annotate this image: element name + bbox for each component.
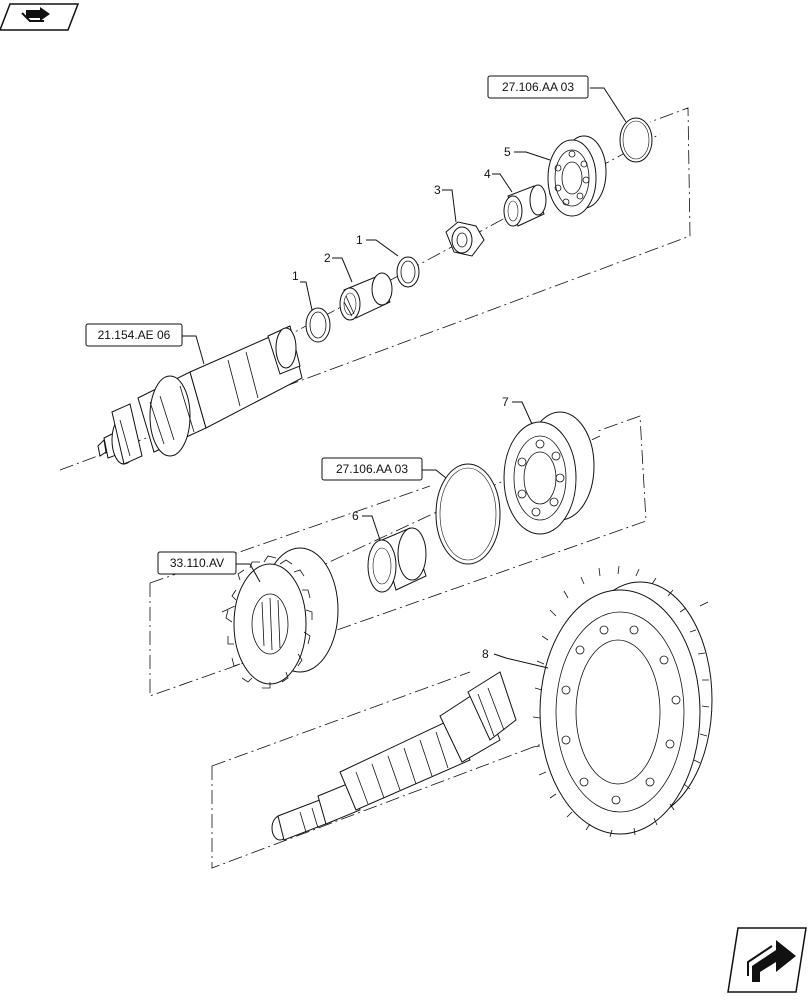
ref-label-middle: 27.106.AA 03 <box>336 462 408 476</box>
ref-label-gear: 33.110.AV <box>170 556 224 570</box>
spur-gear[interactable] <box>225 547 339 689</box>
ref-box-shaft[interactable]: 21.154.AE 06 <box>85 323 183 347</box>
ref-label-top: 27.106.AA 03 <box>502 80 574 94</box>
callout-8: 8 <box>482 647 489 661</box>
callout-4: 4 <box>484 167 491 181</box>
nut-3[interactable] <box>445 221 485 257</box>
group-outline-bottom <box>211 601 709 869</box>
input-shaft[interactable] <box>97 325 303 465</box>
ring-gear[interactable] <box>532 565 713 838</box>
callout-3: 3 <box>434 183 441 197</box>
callout-5: 5 <box>504 145 511 159</box>
callout-2: 2 <box>324 251 331 265</box>
snap-ring-1-lower[interactable] <box>305 307 331 343</box>
callout-1-lower: 1 <box>292 269 299 283</box>
callout-1-upper: 1 <box>356 233 363 247</box>
ball-bearing-5[interactable] <box>547 135 607 217</box>
pinion-shaft[interactable] <box>271 671 517 841</box>
book-arrow-icon[interactable] <box>0 3 80 31</box>
needle-bearing-2[interactable] <box>339 272 393 321</box>
ref-box-top[interactable]: 27.106.AA 03 <box>487 75 589 99</box>
callout-6: 6 <box>352 509 359 523</box>
ref-box-gear[interactable]: 33.110.AV <box>157 551 237 575</box>
snap-ring-1-upper[interactable] <box>396 256 420 288</box>
callout-leaders <box>180 87 627 669</box>
spacer-6[interactable] <box>367 527 427 593</box>
shim-ring-top[interactable] <box>619 117 653 163</box>
spacer-4[interactable] <box>503 184 547 227</box>
ref-label-shaft: 21.154.AE 06 <box>98 328 171 342</box>
group-outline-top <box>59 107 691 471</box>
next-page-arrow-icon[interactable] <box>727 927 807 993</box>
callout-7: 7 <box>502 395 509 409</box>
ref-box-middle[interactable]: 27.106.AA 03 <box>321 457 423 481</box>
shim-ring-middle[interactable] <box>435 463 501 565</box>
ball-bearing-7[interactable] <box>503 411 595 535</box>
